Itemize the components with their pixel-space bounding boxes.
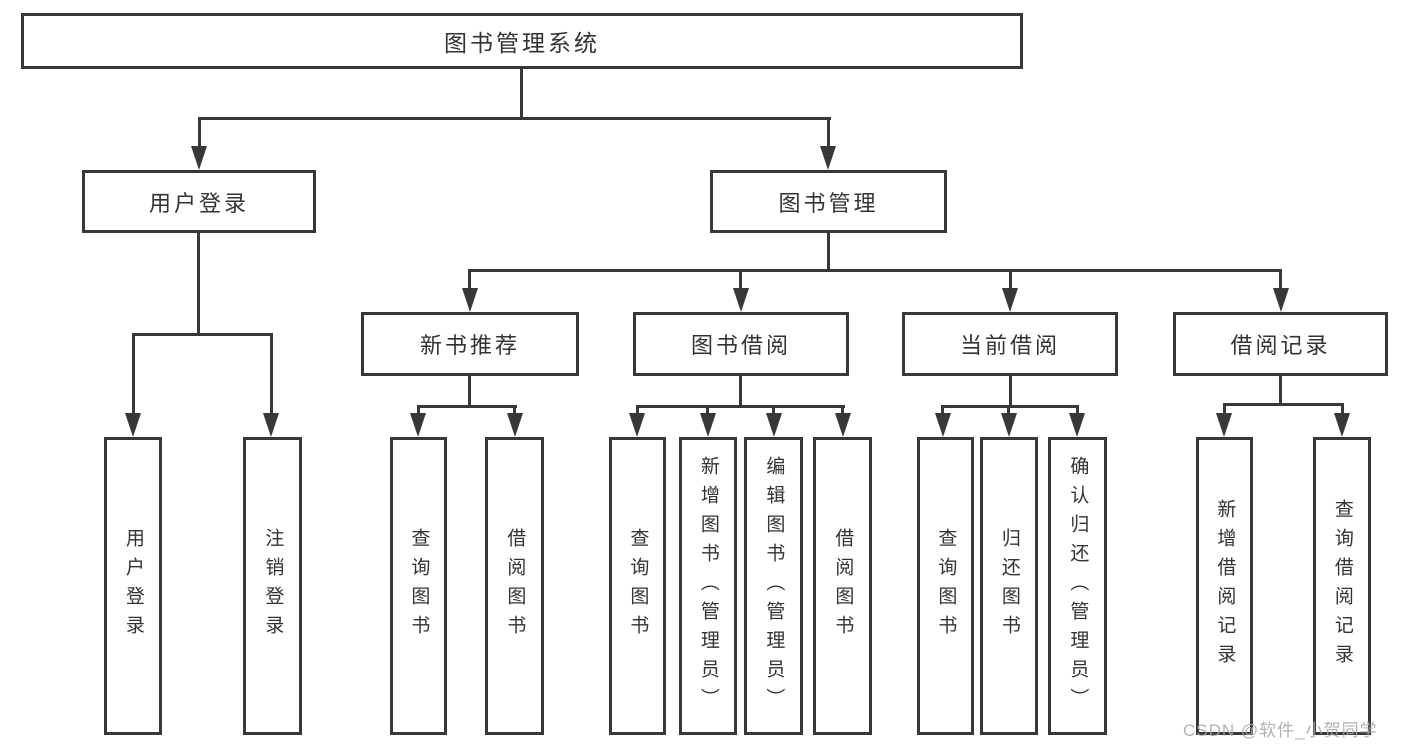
node-user-login: 用户登录 — [82, 170, 316, 233]
arrow-down-icon — [191, 146, 207, 170]
connector-line — [1007, 405, 1010, 417]
connector-line — [941, 405, 944, 417]
arrow-down-icon — [263, 413, 279, 437]
node-new-book-recommend-label: 新书推荐 — [419, 333, 520, 358]
connector-line — [827, 117, 830, 149]
arrow-down-icon — [1216, 413, 1232, 437]
connector-line — [1223, 403, 1344, 406]
node-leaf-bb-add-books-label: 新增图书（管理员） — [697, 455, 719, 717]
node-leaf-br-add-record-label: 新增借阅记录 — [1214, 499, 1236, 673]
connector-line — [1223, 403, 1226, 415]
node-leaf-cb-query-books-label: 查询图书 — [935, 528, 957, 644]
connector-line — [132, 333, 273, 336]
arrow-down-icon — [410, 413, 426, 437]
connector-line — [197, 232, 200, 335]
connector-line — [520, 68, 523, 118]
node-leaf-cb-confirm-return-label: 确认归还（管理员） — [1067, 455, 1089, 717]
arrow-down-icon — [1273, 288, 1289, 312]
connector-line — [827, 232, 830, 271]
arrow-down-icon — [629, 413, 645, 437]
node-leaf-nb-query-books: 查询图书 — [390, 437, 447, 735]
node-leaf-nb-borrow-books: 借阅图书 — [485, 437, 544, 735]
connector-line — [417, 405, 517, 408]
node-root-system: 图书管理系统 — [21, 13, 1023, 69]
connector-line — [706, 405, 709, 417]
node-root-label: 图书管理系统 — [444, 30, 600, 56]
arrow-down-icon — [462, 288, 478, 312]
csdn-watermark: CSDN @软件_小贺同学 — [1183, 721, 1378, 740]
connector-line — [1279, 269, 1282, 293]
node-leaf-nb-query-books-label: 查询图书 — [408, 528, 430, 644]
node-leaf-br-add-record: 新增借阅记录 — [1196, 437, 1253, 735]
node-book-management-label: 图书管理 — [778, 190, 879, 216]
connector-line — [468, 269, 1282, 272]
connector-line — [1009, 376, 1012, 407]
connector-line — [1076, 405, 1079, 417]
node-user-login-label: 用户登录 — [148, 190, 249, 216]
arrow-down-icon — [1002, 288, 1018, 312]
arrow-down-icon — [820, 146, 836, 170]
arrow-down-icon — [125, 413, 141, 437]
connector-line — [739, 269, 742, 293]
arrow-down-icon — [700, 413, 716, 437]
connector-line — [1279, 376, 1282, 405]
node-new-book-recommend: 新书推荐 — [361, 312, 579, 376]
node-leaf-bb-borrow-books-label: 借阅图书 — [832, 528, 854, 644]
connector-line — [636, 405, 845, 408]
connector-line — [1009, 269, 1012, 293]
node-leaf-cb-confirm-return: 确认归还（管理员） — [1048, 437, 1107, 735]
node-leaf-bb-add-books: 新增图书（管理员） — [679, 437, 737, 735]
node-leaf-bb-edit-books-label: 编辑图书（管理员） — [763, 455, 785, 717]
connector-line — [132, 333, 135, 417]
node-leaf-logout: 注销登录 — [243, 437, 302, 735]
arrow-down-icon — [1334, 413, 1350, 437]
node-leaf-br-query-record-label: 查询借阅记录 — [1331, 499, 1353, 673]
node-book-borrow: 图书借阅 — [633, 312, 849, 376]
connector-line — [468, 376, 471, 407]
arrow-down-icon — [733, 288, 749, 312]
node-borrow-records-label: 借阅记录 — [1230, 333, 1331, 358]
node-leaf-br-query-record: 查询借阅记录 — [1313, 437, 1371, 735]
node-borrow-records: 借阅记录 — [1173, 312, 1388, 376]
connector-line — [198, 117, 831, 120]
node-book-management: 图书管理 — [710, 170, 947, 233]
node-leaf-bb-borrow-books: 借阅图书 — [813, 437, 872, 735]
connector-line — [841, 405, 844, 417]
node-leaf-logout-label: 注销登录 — [262, 528, 284, 644]
node-leaf-bb-edit-books: 编辑图书（管理员） — [744, 437, 803, 735]
node-book-borrow-label: 图书借阅 — [690, 333, 791, 358]
node-leaf-cb-query-books: 查询图书 — [917, 437, 974, 735]
arrow-down-icon — [507, 413, 523, 437]
arrow-down-icon — [835, 413, 851, 437]
node-leaf-bb-query-books: 查询图书 — [609, 437, 666, 735]
node-current-borrow: 当前借阅 — [902, 312, 1118, 376]
node-leaf-nb-borrow-books-label: 借阅图书 — [504, 528, 526, 644]
arrow-down-icon — [1001, 413, 1017, 437]
arrow-down-icon — [1069, 413, 1085, 437]
node-leaf-bb-query-books-label: 查询图书 — [627, 528, 649, 644]
node-leaf-user-login-label: 用户登录 — [122, 528, 144, 644]
connector-line — [513, 405, 516, 417]
arrow-down-icon — [766, 413, 782, 437]
connector-line — [739, 376, 742, 407]
node-current-borrow-label: 当前借阅 — [959, 333, 1060, 358]
connector-line — [270, 333, 273, 417]
arrow-down-icon — [935, 413, 951, 437]
node-leaf-user-login: 用户登录 — [104, 437, 162, 735]
connector-line — [468, 269, 471, 293]
connector-line — [772, 405, 775, 417]
connector-line — [941, 405, 1079, 408]
connector-line — [1341, 403, 1344, 415]
connector-line — [417, 405, 420, 417]
connector-line — [636, 405, 639, 417]
node-leaf-cb-return-books: 归还图书 — [980, 437, 1038, 735]
node-leaf-cb-return-books-label: 归还图书 — [998, 528, 1020, 644]
connector-line — [198, 117, 201, 149]
